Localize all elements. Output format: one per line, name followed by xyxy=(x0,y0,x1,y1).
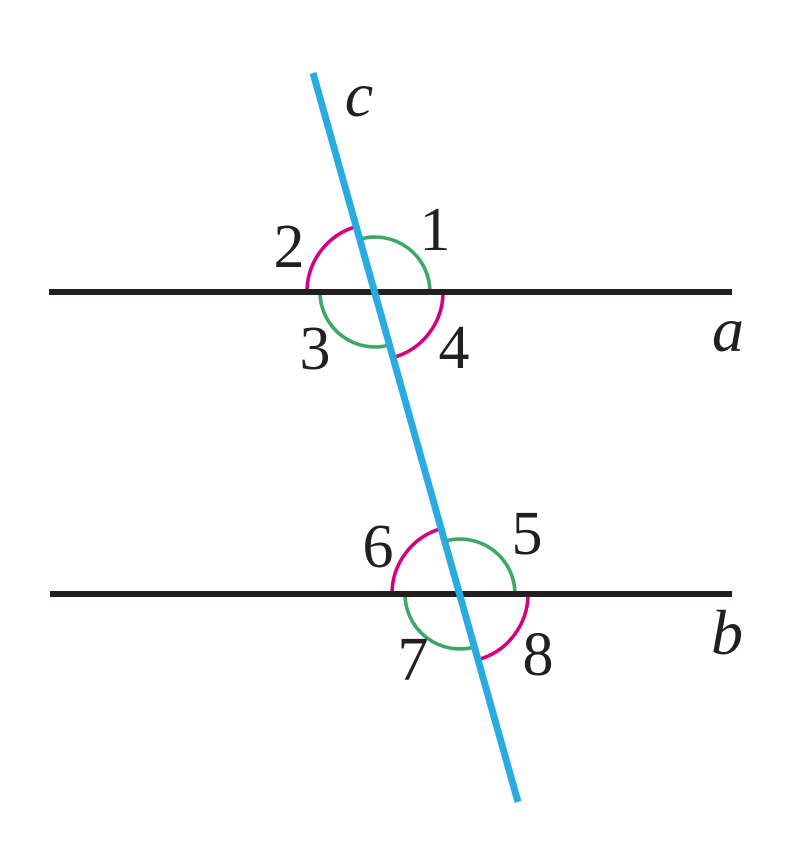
angle-label-5: 5 xyxy=(511,500,543,568)
line-label-b: b xyxy=(711,597,743,668)
line-label-a: a xyxy=(712,294,744,365)
angle-label-3: 3 xyxy=(299,315,331,383)
angle-8-arc xyxy=(477,593,530,662)
angle-4-arc xyxy=(392,291,445,360)
line-c xyxy=(309,72,522,803)
angle-label-8: 8 xyxy=(522,621,554,689)
angle-3-arc xyxy=(318,291,391,349)
angle-label-7: 7 xyxy=(397,626,429,694)
line-label-c: c xyxy=(344,59,374,130)
angle-label-2: 2 xyxy=(273,213,305,281)
angle-7-arc xyxy=(403,593,476,651)
angle-label-6: 6 xyxy=(362,513,394,581)
angle-1-arc xyxy=(359,235,432,293)
angle-label-4: 4 xyxy=(438,314,470,382)
angle-5-arc xyxy=(444,537,517,595)
angle-6-arc xyxy=(390,526,443,595)
angle-label-1: 1 xyxy=(419,196,451,264)
angle-2-arc xyxy=(305,224,358,293)
